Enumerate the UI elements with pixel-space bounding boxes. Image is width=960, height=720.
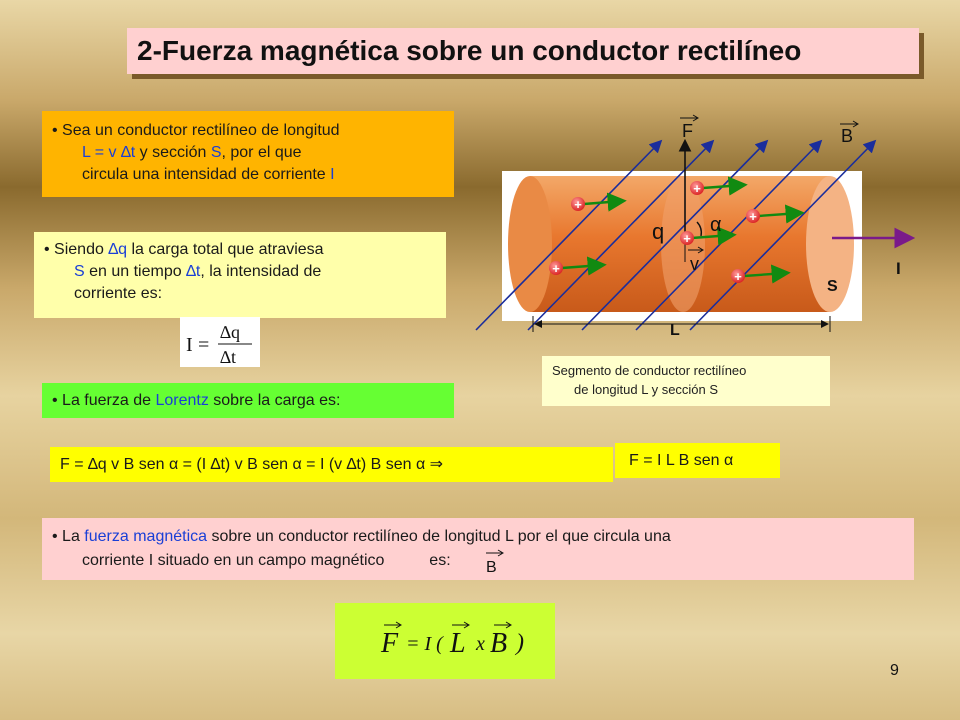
- plus-sign: +: [693, 181, 701, 196]
- length-label: L: [670, 322, 680, 339]
- text: sobre un conductor rectilíneo de longitu…: [207, 528, 671, 545]
- text: la carga total que atraviesa: [127, 241, 324, 258]
- current-label: I: [896, 259, 901, 278]
- magnetic-force-term: fuerza magnética: [84, 528, 208, 545]
- text: circula una intensidad de corriente: [82, 166, 331, 183]
- vector-eq: = I (: [406, 633, 444, 655]
- plus-sign: +: [552, 261, 560, 276]
- charge-label: q: [652, 219, 664, 244]
- text: , la intensidad de: [200, 263, 322, 280]
- bullet: •: [52, 528, 63, 545]
- paragraph-conductor: • Sea un conductor rectilíneo de longitu…: [42, 111, 454, 197]
- text: es:: [424, 552, 451, 569]
- vector-L: L: [449, 628, 466, 659]
- page-number: 9: [890, 662, 899, 679]
- current-formula-box: [180, 317, 260, 367]
- positive-charge: [690, 181, 704, 195]
- formula-eq: =: [198, 334, 209, 356]
- force-result: F = I L B sen α: [615, 443, 780, 478]
- text: Siendo: [54, 241, 109, 258]
- section-symbol: S: [74, 263, 85, 280]
- text: La: [62, 528, 85, 545]
- line-2: L = v ∆t y sección S, por el que: [52, 142, 444, 164]
- inline-field-vector: B: [486, 549, 504, 576]
- current-formula: I = ∆q ∆t: [186, 322, 252, 367]
- positive-charge: [571, 197, 585, 211]
- line-3: corriente es:: [74, 285, 163, 302]
- bullet: •: [52, 392, 63, 409]
- positive-charge: [549, 261, 563, 275]
- vector-B: B: [490, 628, 507, 659]
- magnetic-field-lines: [475, 139, 877, 331]
- force-derivation: F = ∆q v B sen α = (I ∆t) v B sen α = I …: [50, 447, 613, 482]
- formula-lhs: I: [186, 334, 193, 356]
- text: sobre la carga es:: [208, 392, 341, 409]
- paragraph-charge: • Siendo ∆q la carga total que atraviesa…: [34, 232, 446, 318]
- line-2: corriente I situado en un campo magnétic…: [52, 549, 904, 573]
- charge-velocity-arrows: [561, 176, 805, 284]
- charge-symbol: ∆q: [108, 241, 127, 258]
- formula-numerator: ∆q: [220, 322, 240, 342]
- caption-line-2: de longitud L y sección S: [574, 382, 719, 397]
- vector-formula: F = I ( L x B ): [380, 621, 524, 659]
- vector-cross: x: [475, 633, 485, 655]
- field-label: B: [841, 126, 853, 146]
- time-symbol: ∆t: [186, 263, 201, 280]
- force-label: F: [682, 121, 693, 141]
- plus-sign: +: [574, 197, 582, 212]
- positive-charge: [731, 269, 745, 283]
- line-3: circula una intensidad de corriente I: [52, 164, 444, 186]
- length-dimension: [532, 316, 831, 332]
- formula-denominator: ∆t: [220, 347, 236, 367]
- inline-field-label: B: [486, 559, 497, 576]
- positive-charges: + + + + + +: [549, 181, 760, 284]
- vector-formula-box: [335, 603, 555, 679]
- line-2: S en un tiempo ∆t, la intensidad de: [44, 261, 436, 283]
- plus-sign: +: [683, 231, 691, 246]
- angle-label: α: [710, 214, 722, 236]
- paragraph-lorentz: • La fuerza de Lorentz sobre la carga es…: [42, 383, 454, 418]
- velocity-label: v: [690, 254, 699, 274]
- vector-close: ): [514, 630, 524, 656]
- positive-charge: [680, 231, 694, 245]
- text: corriente I situado en un campo magnétic…: [82, 552, 389, 569]
- paragraph-magnetic-force: • La fuerza magnética sobre un conductor…: [42, 518, 914, 580]
- plus-sign: +: [734, 269, 742, 284]
- positive-charge: [746, 209, 760, 223]
- length-expression: L = v ∆t: [82, 144, 136, 161]
- current-symbol: I: [330, 166, 335, 183]
- text: La fuerza de: [62, 392, 156, 409]
- text: y sección: [135, 144, 211, 161]
- bullet: •: [52, 122, 63, 139]
- text: , por el que: [221, 144, 302, 161]
- caption-line-1: Segmento de conductor rectilíneo: [552, 363, 747, 378]
- slide-title: 2-Fuerza magnética sobre un conductor re…: [127, 28, 919, 74]
- text: en un tiempo: [84, 263, 187, 280]
- bullet: •: [44, 241, 55, 258]
- text: Sea un conductor rectilíneo de longitud: [62, 122, 340, 139]
- diagram-caption: Segmento de conductor rectilíneo de long…: [542, 356, 830, 406]
- section-symbol: S: [210, 144, 222, 161]
- lorentz-term: Lorentz: [155, 392, 209, 409]
- conductor-cylinder: [508, 176, 854, 312]
- angle-arc: [696, 221, 702, 237]
- section-label: S: [827, 278, 838, 295]
- vector-F: F: [380, 628, 399, 659]
- plus-sign: +: [749, 209, 757, 224]
